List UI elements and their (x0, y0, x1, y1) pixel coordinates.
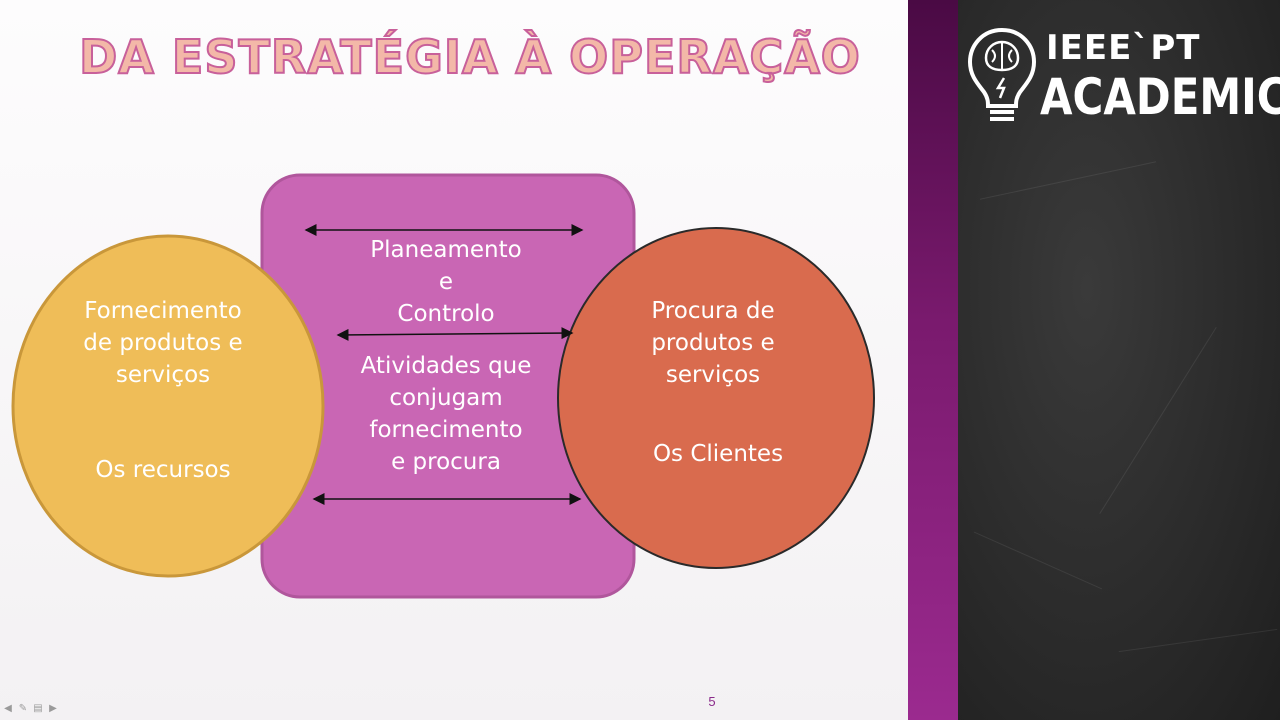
slide-navigation: ◀ ✎ ▤ ▶ (2, 704, 59, 714)
prev-slide-button[interactable]: ◀ (4, 703, 12, 714)
left-circle (11, 234, 325, 578)
center-bottom-label: Atividades que conjugam fornecimento e p… (360, 353, 532, 475)
pen-tool-button[interactable]: ✎ (18, 703, 28, 714)
page-number: 5 (708, 694, 716, 709)
lightbulb-brain-icon (968, 27, 1037, 121)
slide-canvas: DA ESTRATÉGIA À OPERAÇÃO Planeamento e C… (0, 0, 910, 720)
next-slide-button[interactable]: ▶ (49, 703, 57, 714)
slide-menu-button[interactable]: ▤ (33, 703, 43, 714)
purple-sidebar (908, 0, 958, 720)
logo-ieee-text: IEEE`PT (1046, 28, 1201, 68)
left-circle-label: Fornecimento de produtos e serviços (83, 298, 243, 388)
right-circle-label: Procura de produtos e serviços (651, 298, 775, 388)
logo-academic-text: ACADEMIC (1040, 68, 1280, 126)
strategy-diagram (11, 173, 875, 599)
center-top-label: Planeamento e Controlo (370, 237, 522, 327)
right-circle-sublabel: Os Clientes (652, 441, 784, 467)
slide-title: DA ESTRATÉGIA À OPERAÇÃO (78, 29, 861, 85)
middle-double-arrow (336, 327, 574, 341)
right-circle (557, 227, 875, 569)
left-circle-sublabel: Os recursos (95, 457, 231, 483)
